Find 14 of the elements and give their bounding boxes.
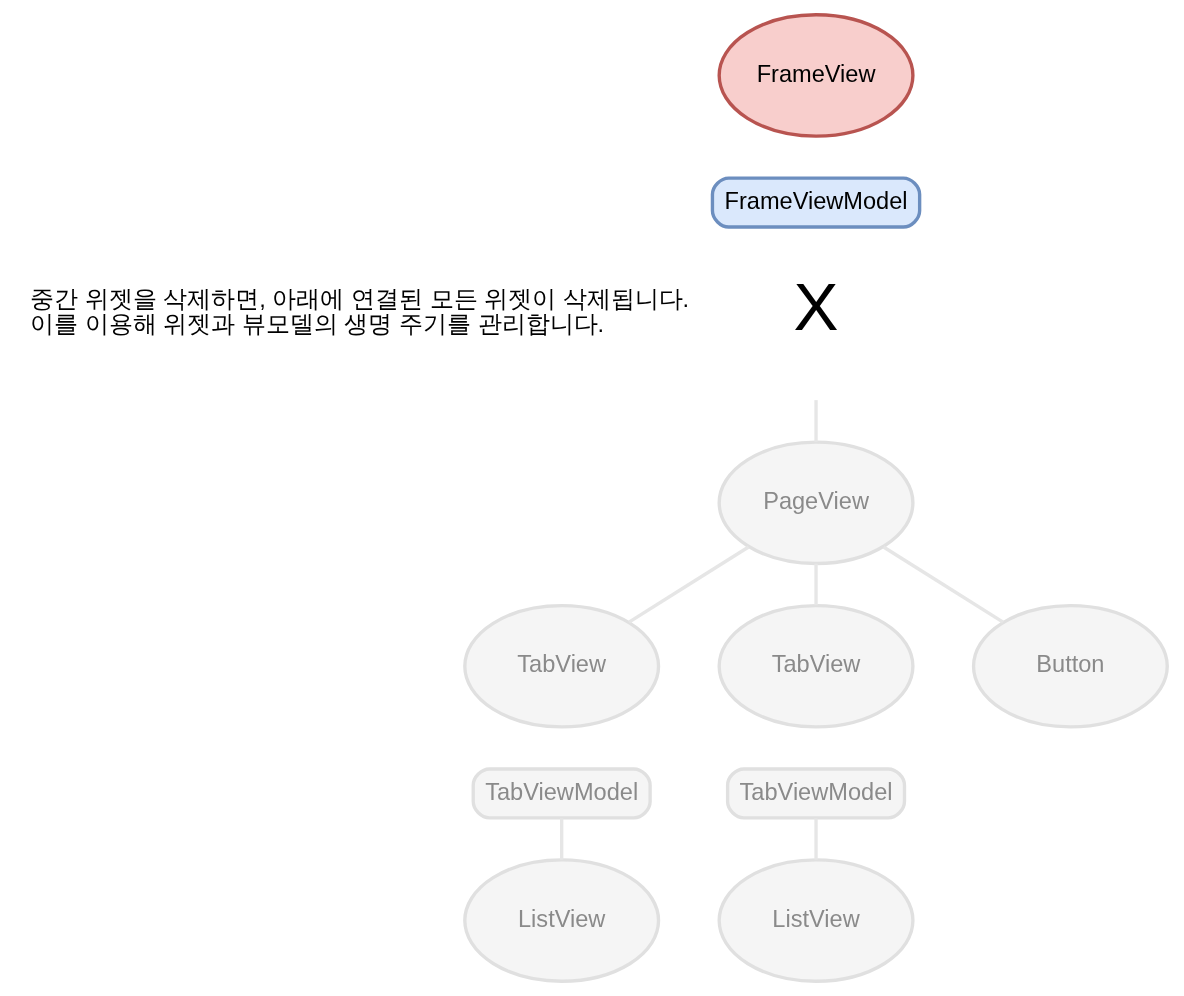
node-ellipse: TabView (463, 603, 661, 729)
node-ellipse: ListView (717, 858, 915, 983)
node-ellipse: PageView (717, 440, 915, 566)
node-box: TabViewModel (725, 767, 907, 820)
node-ellipse: ListView (463, 858, 661, 983)
connector (882, 545, 1004, 624)
node-ellipse: TabView (717, 603, 915, 729)
label: X (793, 268, 839, 344)
label: 중간 위젯을 삭제하면, 아래에 연결된 모든 위젯이 삭제됩니다. 이를 이용해 위젯과 뷰모델의 생명 주기를 관리합니다. (30, 285, 690, 337)
connector (628, 545, 750, 624)
node-ellipse: FrameView (717, 13, 915, 138)
node-box: FrameViewModel (710, 176, 922, 229)
node-ellipse: Button (971, 603, 1169, 729)
node-box: TabViewModel (471, 767, 652, 820)
